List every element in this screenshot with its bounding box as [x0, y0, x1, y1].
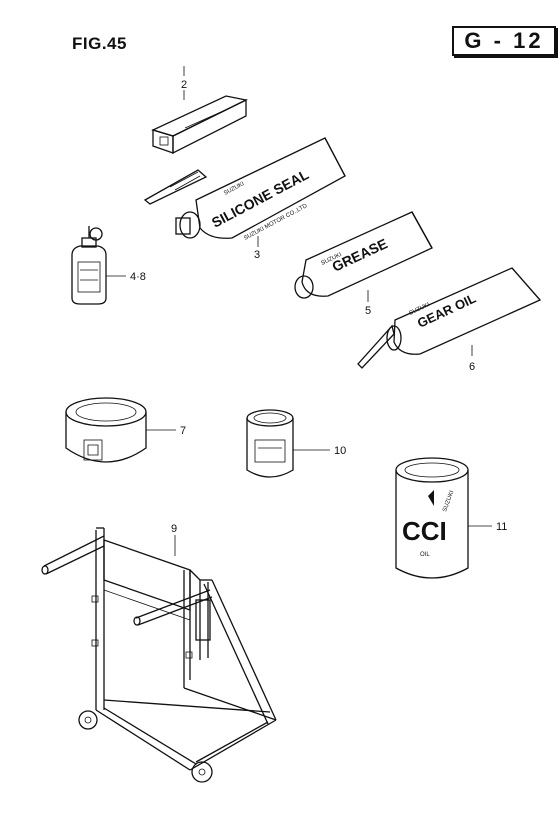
- part-4-8-bottle: [71, 226, 107, 305]
- part-6-gear-oil-tube: GEAR OIL SUZUKI: [357, 267, 542, 369]
- part-2-sealant-box: [143, 95, 249, 205]
- callout-3: 3: [254, 249, 260, 261]
- figure-title: FIG.45: [72, 34, 127, 53]
- part-7-shallow-can: [65, 397, 147, 463]
- callout-5: 5: [365, 305, 371, 317]
- callout-2: 2: [181, 79, 187, 91]
- part-5-grease-tube: GREASE SUZUKI: [294, 211, 433, 299]
- callout-9: 9: [171, 523, 177, 535]
- can-11-brand: SUZUKI: [442, 490, 455, 513]
- tube-3-name: SILICONE SEAL: [209, 166, 312, 231]
- can-11-sub: OIL: [420, 552, 430, 558]
- part-9-motor-stand: [41, 527, 277, 783]
- callout-6: 6: [469, 361, 475, 373]
- callout-11: 11: [496, 521, 507, 533]
- tube-3-brand: SUZUKI: [223, 181, 246, 197]
- part-3-silicone-seal-tube: SILICONE SEAL SUZUKI SUZUKI MOTOR CO.,LT…: [175, 137, 346, 242]
- callout-10: 10: [334, 445, 346, 457]
- callout-4-8: 4·8: [130, 271, 146, 283]
- callout-7: 7: [180, 425, 186, 437]
- can-11-name: CCI: [402, 516, 447, 546]
- part-10-small-can: [246, 409, 294, 478]
- part-11-cci-oil-can: CCI SUZUKI OIL: [395, 457, 469, 579]
- page-code-box: G - 12: [452, 26, 556, 56]
